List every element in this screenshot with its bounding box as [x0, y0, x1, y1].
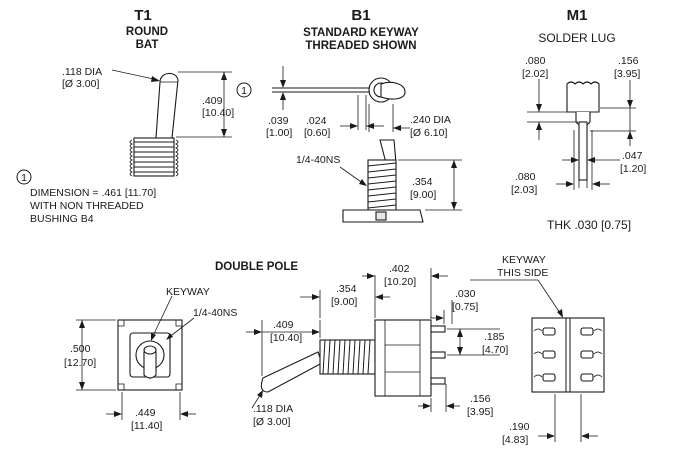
dp-d449: .449	[135, 407, 156, 419]
b1-keyway-notch	[375, 211, 387, 221]
b1-title: B1	[351, 7, 370, 24]
b1-d024: .024	[306, 115, 327, 127]
dp-d354: .354	[336, 283, 357, 295]
double-pole-title: DOUBLE POLE	[215, 261, 298, 273]
t1-view: T1 ROUND BAT .118 DIA [Ø 3.00] .409 [10.…	[62, 7, 252, 177]
m1-thickness: THK .030 [0.75]	[547, 218, 631, 232]
dp-d500: .500	[70, 343, 91, 355]
b1-thread: 1/4-40NS	[296, 154, 340, 166]
t1-dia-mm-label: [Ø 3.00]	[62, 78, 99, 90]
b1-d354-mm: [9.00]	[410, 189, 436, 201]
b1-dia-mm: [Ø 6.10]	[410, 127, 447, 139]
t1-title: T1	[134, 7, 152, 24]
b1-d039: .039	[268, 115, 289, 127]
dp-terminal-3	[430, 377, 446, 385]
t1-note-marker	[236, 82, 252, 98]
t1-threads	[134, 141, 174, 173]
dp-d156-mm: [3.95]	[467, 406, 493, 418]
m1-d047-mm: [1.20]	[620, 163, 646, 175]
t1-dia-label: .118 DIA	[62, 66, 102, 78]
m1-d156-mm: [3.95]	[614, 68, 640, 80]
dp-rear-terminals	[533, 327, 603, 382]
b1-lever-top	[380, 81, 406, 100]
t1-subtitle-round: ROUND	[126, 26, 168, 38]
b1-d039-mm: [1.00]	[266, 127, 292, 139]
b1-subtitle-threaded: THREADED SHOWN	[305, 40, 416, 52]
b1-threads	[367, 162, 397, 209]
dp-d030-mm: [0.75]	[452, 301, 478, 313]
dp-dia: .118 DIA	[253, 403, 293, 415]
dp-keyway-side-2: THIS SIDE	[497, 267, 548, 279]
m1-title: M1	[567, 7, 588, 24]
dp-thread-label: 1/4-40NS	[193, 307, 237, 319]
t1-round-bat	[155, 72, 179, 139]
dp-terminal-1	[430, 325, 446, 333]
dp-d190: .190	[509, 421, 530, 433]
dp-d409: .409	[273, 319, 294, 331]
b1-subtitle-keyway: STANDARD KEYWAY	[303, 27, 419, 39]
m1-lug-tab	[578, 121, 588, 181]
dp-d185-mm: [4.70]	[482, 344, 508, 356]
t1-height-label: .409	[202, 95, 223, 107]
svg-text:1: 1	[21, 172, 27, 184]
dp-side-lever	[260, 351, 323, 393]
b1-threaded-bushing	[367, 159, 397, 211]
dp-d449-mm: [11.40]	[131, 420, 162, 432]
note-line-3: BUSHING B4	[30, 213, 94, 225]
dp-d402-mm: [10.20]	[384, 276, 416, 288]
svg-text:1: 1	[241, 85, 247, 97]
dp-d402: .402	[389, 263, 410, 275]
m1-subtitle: SOLDER LUG	[538, 31, 615, 45]
dp-dia-mm: [Ø 3.00]	[253, 416, 290, 428]
m1-d156: .156	[618, 55, 639, 67]
m1-lug-body	[566, 81, 600, 113]
dp-d500-mm: [12.70]	[64, 357, 96, 369]
dp-d354-mm: [9.00]	[331, 296, 357, 308]
note-block: 1 DIMENSION = .461 [11.70] WITH NON THRE…	[16, 169, 156, 225]
double-pole-section: DOUBLE POLE KEYWAY 1/4-40NS .500 [12.70]…	[64, 254, 605, 446]
dp-d156: .156	[470, 393, 491, 405]
dp-terminal-2	[430, 351, 446, 359]
note-marker	[16, 169, 32, 185]
dp-side-body	[374, 319, 432, 397]
dp-side-threads	[322, 339, 371, 375]
m1-d080: .080	[525, 55, 546, 67]
m1-view: M1 SOLDER LUG .080 [2.02] .156 [3.95] .0…	[511, 7, 646, 232]
dp-d030: .030	[455, 288, 476, 300]
note-line-1: DIMENSION = .461 [11.70]	[30, 187, 156, 199]
t1-height-mm-label: [10.40]	[202, 107, 234, 119]
m1-d080b: .080	[515, 171, 536, 183]
b1-d024-mm: [0.60]	[304, 127, 330, 139]
b1-dia: .240 DIA	[410, 114, 451, 126]
b1-view: B1 STANDARD KEYWAY THREADED SHOWN .039 […	[266, 7, 462, 223]
dp-front-bat	[143, 351, 157, 379]
b1-d354: .354	[412, 176, 433, 188]
m1-d080-mm: [2.02]	[522, 68, 548, 80]
note-line-2: WITH NON THREADED	[30, 200, 144, 212]
dp-keyway-side-1: KEYWAY	[502, 254, 546, 266]
dp-d185: .185	[484, 331, 505, 343]
m1-d047: .047	[622, 150, 643, 162]
dp-d190-mm: [4.83]	[502, 434, 528, 446]
dp-d409-mm: [10.40]	[270, 332, 302, 344]
dp-keyway-label: KEYWAY	[166, 286, 210, 298]
m1-d080b-mm: [2.03]	[511, 184, 537, 196]
t1-subtitle-bat: BAT	[136, 39, 159, 51]
